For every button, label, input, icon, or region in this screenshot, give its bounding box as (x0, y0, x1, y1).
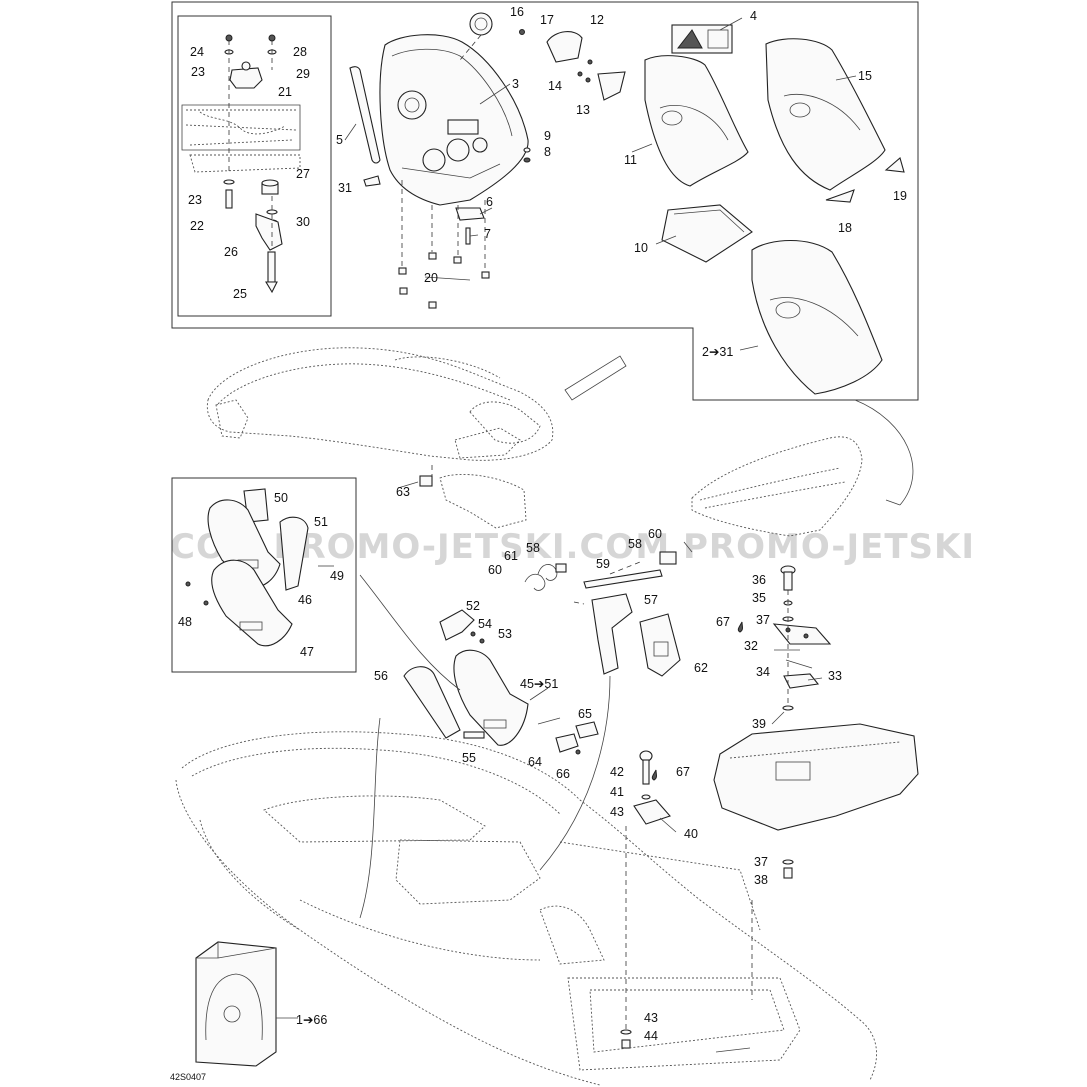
callout-17: 17 (540, 13, 554, 27)
callout-30: 30 (296, 215, 310, 229)
leader-lines (344, 17, 857, 833)
callout-15: 15 (858, 69, 872, 83)
callout-23-top: 23 (191, 65, 205, 79)
callout-52: 52 (466, 599, 480, 613)
callout-48: 48 (178, 615, 192, 629)
callout-66: 66 (556, 767, 570, 781)
latch-stack-right (620, 565, 919, 1049)
callout-1-66: 1➔66 (296, 1013, 327, 1027)
callout-20: 20 (424, 271, 438, 285)
callout-38: 38 (754, 873, 768, 887)
callout-27: 27 (296, 167, 310, 181)
callout-53: 53 (498, 627, 512, 641)
callout-21: 21 (278, 85, 292, 99)
callout-13: 13 (576, 103, 590, 117)
callout-22: 22 (190, 219, 204, 233)
callout-28: 28 (293, 45, 307, 59)
callout-31: 31 (338, 181, 352, 195)
callout-57: 57 (644, 593, 658, 607)
callout-10: 10 (634, 241, 648, 255)
seat-assembly (691, 399, 914, 537)
seat-box-package (195, 941, 298, 1067)
callout-62: 62 (694, 661, 708, 675)
top-inset-frame (171, 1, 919, 401)
callout-51: 51 (314, 515, 328, 529)
detail-frame-mount (177, 15, 332, 317)
callout-67-mid: 67 (676, 765, 690, 779)
callout-9: 9 (544, 129, 551, 143)
callout-49: 49 (330, 569, 344, 583)
callout-2-31: 2➔31 (702, 345, 733, 359)
callout-43-mid: 43 (610, 805, 624, 819)
callout-39: 39 (752, 717, 766, 731)
callout-26: 26 (224, 245, 238, 259)
drawing-code: 42S0407 (170, 1072, 206, 1082)
callout-34: 34 (756, 665, 770, 679)
steering-mount-detail (181, 34, 301, 294)
callout-24: 24 (190, 45, 204, 59)
callout-35: 35 (752, 591, 766, 605)
seat-covers-group (546, 24, 905, 395)
callout-37-top: 37 (756, 613, 770, 627)
callout-29: 29 (296, 67, 310, 81)
callout-46: 46 (298, 593, 312, 607)
callout-64: 64 (528, 755, 542, 769)
callout-23-bottom: 23 (188, 193, 202, 207)
callout-40: 40 (684, 827, 698, 841)
handle-detail (185, 488, 334, 647)
callout-11: 11 (624, 153, 637, 167)
callout-7: 7 (484, 227, 491, 241)
callout-47: 47 (300, 645, 314, 659)
dash-console-panel (349, 12, 531, 309)
callout-labels: 16 17 12 4 3 14 13 15 5 9 8 11 19 31 6 1… (178, 5, 907, 1043)
hinge-latch-assembly (359, 541, 693, 919)
callout-41: 41 (610, 785, 624, 799)
callout-6: 6 (486, 195, 493, 209)
callout-12: 12 (590, 13, 604, 27)
callout-60-top: 60 (648, 527, 662, 541)
callout-54: 54 (478, 617, 492, 631)
callout-18: 18 (838, 221, 852, 235)
callout-56: 56 (374, 669, 388, 683)
callout-60-left: 60 (488, 563, 502, 577)
callout-36: 36 (752, 573, 766, 587)
callout-32: 32 (744, 639, 758, 653)
callout-33: 33 (828, 669, 842, 683)
callout-43-bottom: 43 (644, 1011, 658, 1025)
callout-25: 25 (233, 287, 247, 301)
callout-50: 50 (274, 491, 288, 505)
callout-4: 4 (750, 9, 757, 23)
callout-61: 61 (504, 549, 518, 563)
callout-59: 59 (596, 557, 610, 571)
callout-58-right: 58 (628, 537, 642, 551)
callout-8: 8 (544, 145, 551, 159)
callout-5: 5 (336, 133, 343, 147)
detail-frame-handles (171, 477, 357, 673)
callout-3: 3 (512, 77, 519, 91)
callout-58-left: 58 (526, 541, 540, 555)
callout-42: 42 (610, 765, 624, 779)
callout-55: 55 (462, 751, 476, 765)
steering-upper-body (206, 347, 627, 529)
callout-16: 16 (510, 5, 524, 19)
callout-14: 14 (548, 79, 562, 93)
callout-19: 19 (893, 189, 907, 203)
callout-45-51: 45➔51 (520, 677, 558, 691)
callout-65: 65 (578, 707, 592, 721)
callout-67-top: 67 (716, 615, 730, 629)
callout-44: 44 (644, 1029, 658, 1043)
hull-body (175, 731, 877, 1086)
callout-37-bottom: 37 (754, 855, 768, 869)
callout-63: 63 (396, 485, 410, 499)
